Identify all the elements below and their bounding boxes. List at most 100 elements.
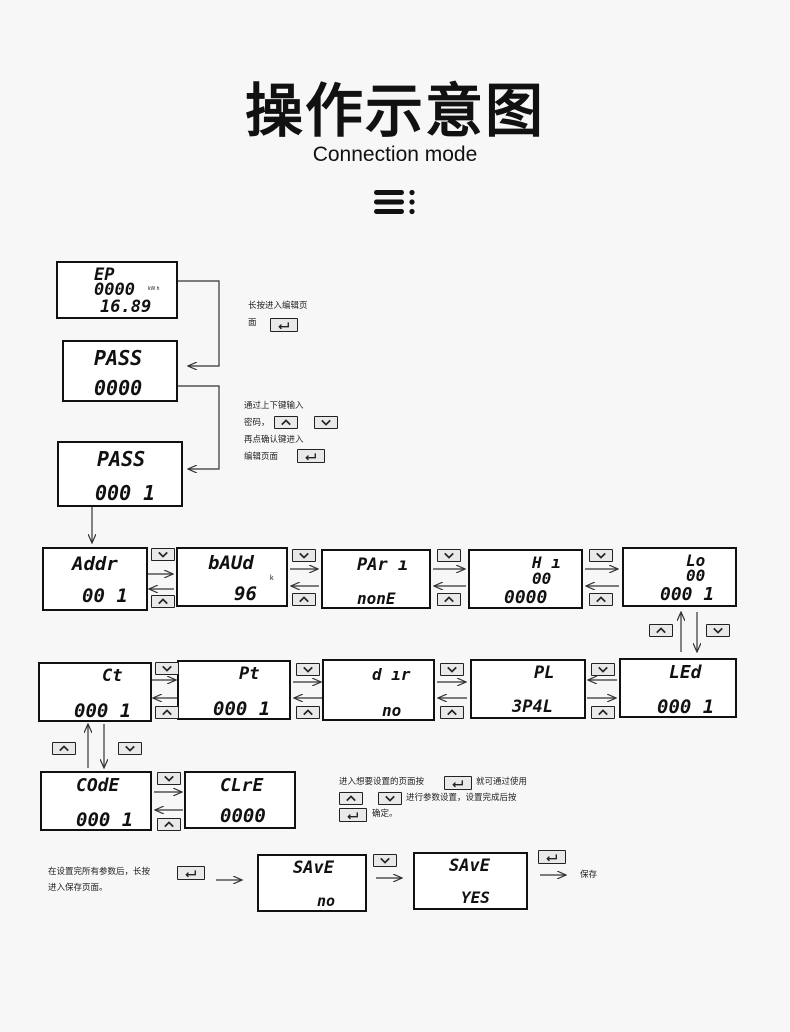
lcd-pl: PL 3P4L <box>470 659 586 719</box>
lcd-line: SAvE <box>449 856 490 876</box>
lcd-pass-1: PASS 0000 <box>62 340 178 402</box>
lcd-line: EP <box>94 265 115 285</box>
up-key-icon <box>339 792 363 805</box>
down-key-icon <box>296 663 320 676</box>
page-subtitle: Connection mode <box>312 143 478 166</box>
enter-key-icon <box>538 850 566 864</box>
lcd-line: 00 <box>686 566 706 585</box>
lcd-line: YES <box>461 888 490 907</box>
lcd-unit: kW h <box>148 286 160 292</box>
lcd-pt: Pt 000 1 <box>177 660 291 720</box>
down-key-icon <box>314 416 338 429</box>
note-text: 密码， <box>244 418 270 428</box>
lcd-line: 000 1 <box>95 481 156 505</box>
note-text: 长按进入编辑页 <box>248 301 308 311</box>
lcd-line: 000 1 <box>657 696 715 718</box>
lcd-line: 000 1 <box>213 698 271 720</box>
lcd-lo: Lo 00 000 1 <box>622 547 737 607</box>
lcd-clre: CLrE 0000 <box>184 771 296 829</box>
up-key-icon <box>292 593 316 606</box>
enter-key-icon <box>297 449 325 463</box>
lcd-pari: PAr ı nonE <box>321 549 431 609</box>
down-key-icon <box>292 549 316 562</box>
lcd-save-no: SAvE no <box>257 854 367 912</box>
page-title: 操作示意图 <box>244 77 545 145</box>
lcd-line: 000 1 <box>76 809 134 831</box>
up-key-icon <box>437 593 461 606</box>
enter-key-icon <box>444 776 472 790</box>
note-save-b: 进入保存页面。 <box>48 883 108 893</box>
up-key-icon <box>52 742 76 755</box>
note-save-a: 在设置完所有参数后，长按 <box>48 867 151 877</box>
lcd-ep: EP 0000 kW h 16.89 <box>56 261 178 319</box>
note-password: 通过上下键输入 密码， 再点确认键进入 编辑页面 <box>244 398 304 466</box>
down-key-icon <box>151 548 175 561</box>
note-set-param-b: 就可通过使用 <box>476 777 528 787</box>
lcd-line: 0000 <box>94 376 143 400</box>
lcd-line: PAr ı <box>357 555 409 575</box>
down-key-icon <box>157 772 181 785</box>
lcd-line: CLrE <box>220 775 264 796</box>
lcd-line: PL <box>534 663 555 683</box>
lcd-line: 000 1 <box>74 700 132 722</box>
lcd-line: 96 <box>234 583 257 605</box>
lcd-baud: bAUd k 96 <box>176 547 288 607</box>
note-set-param-d: 确定。 <box>372 809 398 819</box>
note-set-param-c: 进行参数设置，设置完成后按 <box>406 793 517 803</box>
up-key-icon <box>591 706 615 719</box>
down-key-icon <box>378 792 402 805</box>
note-text: 编辑页面 <box>244 452 279 462</box>
enter-key-icon <box>177 866 205 880</box>
lcd-line: bAUd <box>208 552 254 574</box>
lcd-save-yes: SAvE YES <box>413 852 528 910</box>
up-key-icon <box>274 416 298 429</box>
lcd-line: 0000 <box>94 280 135 300</box>
lcd-hi: H ı 00 0000 <box>468 549 583 609</box>
lcd-line: 0000 <box>220 805 266 827</box>
note-text: 面 <box>248 318 257 328</box>
up-key-icon <box>151 595 175 608</box>
lcd-line: Ct <box>102 666 123 686</box>
lcd-line: no <box>382 701 402 720</box>
down-key-icon <box>437 549 461 562</box>
up-key-icon <box>296 706 320 719</box>
lcd-line: PASS <box>97 447 146 471</box>
up-key-icon <box>155 706 179 719</box>
up-key-icon <box>649 624 673 637</box>
lcd-pass-2: PASS 000 1 <box>57 441 183 507</box>
note-text: 再点确认键进入 <box>244 435 304 445</box>
note-saved: 保存 <box>580 870 598 880</box>
lcd-ct: Ct 000 1 <box>38 662 152 722</box>
lcd-line: d ır <box>372 665 411 684</box>
down-key-icon <box>706 624 730 637</box>
lcd-line: no <box>317 892 336 910</box>
enter-key-icon <box>270 318 298 332</box>
lcd-line: 00 <box>532 569 552 588</box>
up-key-icon <box>589 593 613 606</box>
lcd-line: 000 1 <box>660 584 715 605</box>
lcd-line: Lo <box>686 551 706 570</box>
lcd-line: H ı <box>532 553 561 572</box>
lcd-line: SAvE <box>293 858 334 878</box>
lcd-line: COdE <box>76 775 120 796</box>
enter-key-icon <box>339 808 367 822</box>
down-key-icon <box>589 549 613 562</box>
lcd-line: 0000 <box>504 587 548 608</box>
down-key-icon <box>118 742 142 755</box>
lcd-mark: k <box>270 575 274 582</box>
lcd-code: COdE 000 1 <box>40 771 152 831</box>
lcd-line: 16.89 <box>100 297 152 317</box>
lcd-line: 3P4L <box>512 697 553 717</box>
menu-icon <box>374 189 415 215</box>
note-long-press: 长按进入编辑页 面 <box>248 298 308 332</box>
lcd-dir: d ır no <box>322 659 435 721</box>
lcd-line: LEd <box>669 662 702 683</box>
note-set-param-a: 进入想要设置的页面按 <box>339 777 425 787</box>
note-text: 通过上下键输入 <box>244 401 304 411</box>
down-key-icon <box>373 854 397 867</box>
down-key-icon <box>155 662 179 675</box>
lcd-line: nonE <box>357 589 396 608</box>
up-key-icon <box>440 706 464 719</box>
lcd-line: PASS <box>94 346 143 370</box>
